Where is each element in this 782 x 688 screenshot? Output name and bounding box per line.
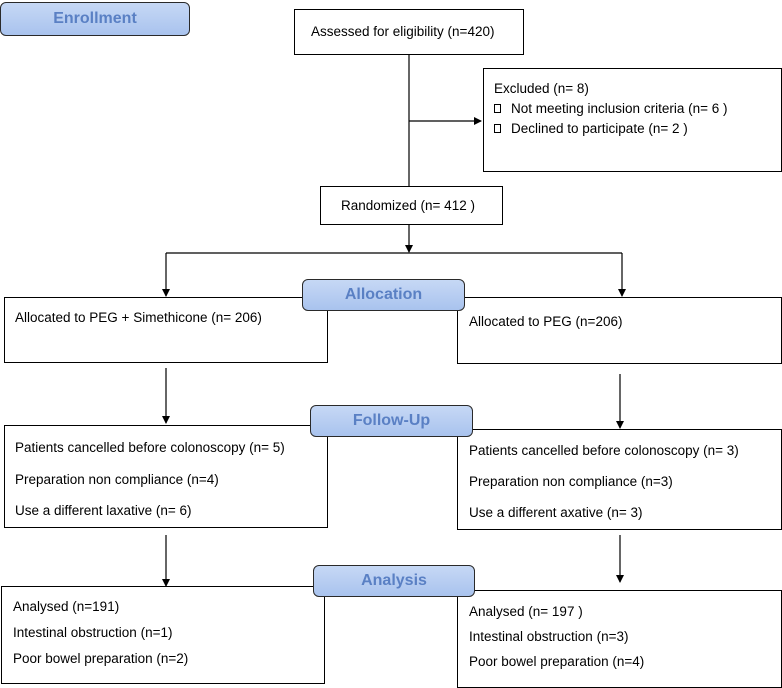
right-followup-box: Patients cancelled before colonoscopy (n…: [457, 429, 782, 530]
right-allocation-box: Allocated to PEG (n=206): [457, 297, 782, 364]
checkbox-bullet-icon: [494, 104, 501, 113]
right-analysis-item: Analysed (n= 197 ): [469, 604, 583, 619]
excluded-title: Excluded (n= 8): [494, 81, 589, 96]
enrollment-stage-label: Enrollment: [0, 2, 190, 36]
followup-stage-label: Follow-Up: [310, 405, 473, 437]
left-followup-box: Patients cancelled before colonoscopy (n…: [4, 425, 328, 528]
right-followup-item: Preparation non compliance (n=3): [469, 474, 673, 489]
left-followup-item: Preparation non compliance (n=4): [15, 472, 219, 487]
right-analysis-item: Intestinal obstruction (n=3): [469, 629, 629, 644]
left-analysis-item: Poor bowel preparation (n=2): [13, 651, 189, 666]
randomized-text: Randomized (n= 412 ): [341, 198, 475, 213]
assessed-box: Assessed for eligibility (n=420): [294, 9, 524, 55]
excluded-item: Not meeting inclusion criteria (n= 6 ): [511, 101, 728, 116]
right-followup-item: Patients cancelled before colonoscopy (n…: [469, 443, 739, 458]
left-allocation-box: Allocated to PEG + Simethicone (n= 206): [4, 297, 328, 363]
left-analysis-item: Analysed (n=191): [13, 599, 120, 614]
left-followup-item: Use a different laxative (n= 6): [15, 503, 192, 518]
right-analysis-item: Poor bowel preparation (n=4): [469, 654, 645, 669]
randomized-box: Randomized (n= 412 ): [320, 186, 503, 225]
allocation-stage-label: Allocation: [302, 279, 465, 311]
left-analysis-box: Analysed (n=191) Intestinal obstruction …: [1, 586, 325, 684]
excluded-box: Excluded (n= 8) Not meeting inclusion cr…: [483, 68, 782, 172]
left-followup-item: Patients cancelled before colonoscopy (n…: [15, 440, 285, 455]
left-allocation-text: Allocated to PEG + Simethicone (n= 206): [15, 310, 262, 325]
right-allocation-text: Allocated to PEG (n=206): [469, 314, 623, 329]
analysis-stage-label: Analysis: [313, 565, 475, 597]
checkbox-bullet-icon: [494, 124, 501, 133]
excluded-item: Declined to participate (n= 2 ): [511, 121, 688, 136]
right-followup-item: Use a different axative (n= 3): [469, 505, 643, 520]
right-analysis-box: Analysed (n= 197 ) Intestinal obstructio…: [457, 590, 782, 688]
left-analysis-item: Intestinal obstruction (n=1): [13, 625, 173, 640]
assessed-text: Assessed for eligibility (n=420): [311, 24, 495, 39]
